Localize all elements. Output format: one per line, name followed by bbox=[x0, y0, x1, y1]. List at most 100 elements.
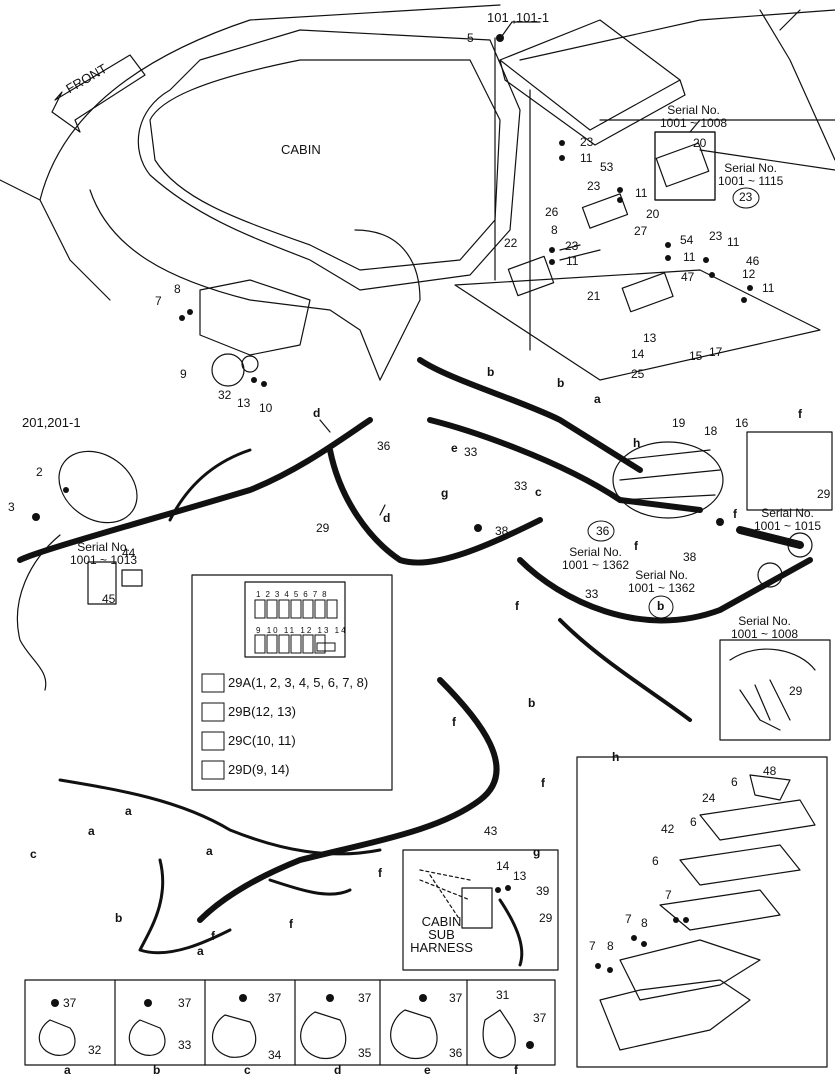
serial-note-1001-1362-b: Serial No.1001 ~ 1362 bbox=[628, 569, 695, 595]
inset-h-title: h bbox=[612, 750, 620, 764]
clamp-e-part: 36 bbox=[449, 1046, 463, 1060]
callout-11: 11 bbox=[762, 281, 775, 295]
serial-note-1001-1008-top: Serial No.1001 ~ 1008 bbox=[660, 104, 727, 130]
callout-13: 13 bbox=[513, 869, 527, 883]
callout-53: 53 bbox=[600, 160, 614, 174]
cabin-label: CABIN bbox=[281, 142, 321, 157]
fuse-legend-29d: 29D(9, 14) bbox=[228, 763, 289, 776]
ref-letter: f bbox=[798, 407, 802, 421]
callout-11: 11 bbox=[683, 250, 696, 264]
fuse-list: (1, 2, 3, 4, 5, 6, 7, 8) bbox=[251, 675, 369, 690]
fuse-number: 6 bbox=[303, 590, 313, 599]
serial-note-1001-1013: Serial No.1001 ~ 1013 bbox=[70, 541, 137, 567]
callout-32: 32 bbox=[218, 388, 232, 402]
fuse-number: 13 bbox=[317, 626, 331, 635]
clamp-b-part: 33 bbox=[178, 1038, 192, 1052]
callout-11: 11 bbox=[580, 151, 593, 165]
callout-9: 9 bbox=[180, 367, 187, 381]
fuse-number: 9 bbox=[256, 626, 263, 635]
clamp-d-letter: d bbox=[334, 1063, 342, 1077]
fuse-code: 29B bbox=[228, 704, 252, 719]
clamp-a-part: 32 bbox=[88, 1043, 102, 1057]
fuse-code: 29C bbox=[228, 733, 252, 748]
callout-54: 54 bbox=[680, 233, 694, 247]
callout-29: 29 bbox=[817, 487, 831, 501]
ref-letter: f bbox=[733, 507, 737, 521]
ref-letter: e bbox=[451, 441, 458, 455]
serial-heading: Serial No. bbox=[77, 540, 130, 554]
callout-24: 24 bbox=[702, 791, 716, 805]
callout-25: 25 bbox=[631, 367, 645, 381]
fuse-legend-29b: 29B(12, 13) bbox=[228, 705, 296, 718]
callout-38: 38 bbox=[683, 550, 697, 564]
serial-heading: Serial No. bbox=[667, 103, 720, 117]
serial-heading: Serial No. bbox=[724, 161, 777, 175]
fuse-number: 11 bbox=[283, 626, 297, 635]
callout-23: 23 bbox=[580, 135, 594, 149]
clamp-b-bolt: 37 bbox=[178, 996, 192, 1010]
callout-23: 23 bbox=[565, 239, 579, 253]
callout-6: 6 bbox=[652, 854, 659, 868]
callout-11: 11 bbox=[566, 254, 579, 268]
callout-15: 15 bbox=[689, 349, 703, 363]
callout-19: 19 bbox=[672, 416, 686, 430]
callout-33: 33 bbox=[464, 445, 478, 459]
clamp-f-part: 31 bbox=[496, 988, 510, 1002]
ref-letter: f bbox=[378, 866, 382, 880]
callout-101: 101 ,101-1 bbox=[487, 10, 550, 25]
callout-201: 201,201-1 bbox=[22, 415, 81, 430]
callout-8: 8 bbox=[607, 939, 614, 953]
ref-letter: a bbox=[206, 844, 213, 858]
callout-13: 13 bbox=[237, 396, 251, 410]
callout-6: 6 bbox=[731, 775, 738, 789]
callout-27: 27 bbox=[634, 224, 648, 238]
serial-note-1001-1115: Serial No.1001 ~ 1115 bbox=[718, 162, 783, 188]
callout-39: 39 bbox=[536, 884, 550, 898]
serial-note-1001-1362-a: Serial No.1001 ~ 1362 bbox=[562, 546, 629, 572]
callout-36: 36 bbox=[377, 439, 391, 453]
callout-43: 43 bbox=[484, 824, 498, 838]
cabin-roof-outline bbox=[39, 4, 521, 301]
callout-29: 29 bbox=[539, 911, 553, 925]
callout-47: 47 bbox=[681, 270, 695, 284]
fuse-legend-29c: 29C(10, 11) bbox=[228, 734, 296, 747]
ref-letter: b bbox=[657, 599, 665, 613]
serial-heading: Serial No. bbox=[569, 545, 622, 559]
callout-6: 6 bbox=[690, 815, 697, 829]
callout-20: 20 bbox=[693, 136, 707, 150]
clamp-c-part: 34 bbox=[268, 1048, 282, 1062]
fuse-number: 8 bbox=[322, 590, 332, 599]
ref-letter: g bbox=[441, 486, 449, 500]
callout-17: 17 bbox=[709, 345, 723, 359]
fuse-number: 5 bbox=[293, 590, 304, 599]
ref-letter: d bbox=[383, 511, 391, 525]
callout-8: 8 bbox=[174, 282, 181, 296]
clamp-d-part: 35 bbox=[358, 1046, 372, 1060]
fuse-number: 3 bbox=[274, 590, 285, 599]
callout-21: 21 bbox=[587, 289, 601, 303]
callout-48: 48 bbox=[763, 764, 777, 778]
fuse-number: 7 bbox=[312, 590, 323, 599]
fuse-number: 4 bbox=[284, 590, 294, 599]
ref-letter: c bbox=[30, 847, 37, 861]
callout-45: 45 bbox=[102, 592, 116, 606]
ref-letter: a bbox=[197, 944, 204, 958]
ref-letter: f bbox=[634, 539, 638, 553]
serial-heading: Serial No. bbox=[761, 506, 814, 520]
callout-11: 11 bbox=[635, 186, 648, 200]
callout-42: 42 bbox=[661, 822, 675, 836]
callout-22: 22 bbox=[504, 236, 518, 250]
control-unit-101 bbox=[499, 19, 686, 146]
clamp-f-bolt: 37 bbox=[533, 1011, 547, 1025]
label-line: CABIN bbox=[421, 914, 462, 929]
callout-13: 13 bbox=[643, 331, 657, 345]
callout-7: 7 bbox=[665, 888, 672, 902]
ref-letter: f bbox=[541, 776, 545, 790]
fuse-number: 14 bbox=[334, 626, 348, 635]
callout-33: 33 bbox=[585, 587, 599, 601]
callout-2: 2 bbox=[36, 465, 43, 479]
ref-letter: f bbox=[515, 599, 519, 613]
callout-7: 7 bbox=[625, 912, 632, 926]
